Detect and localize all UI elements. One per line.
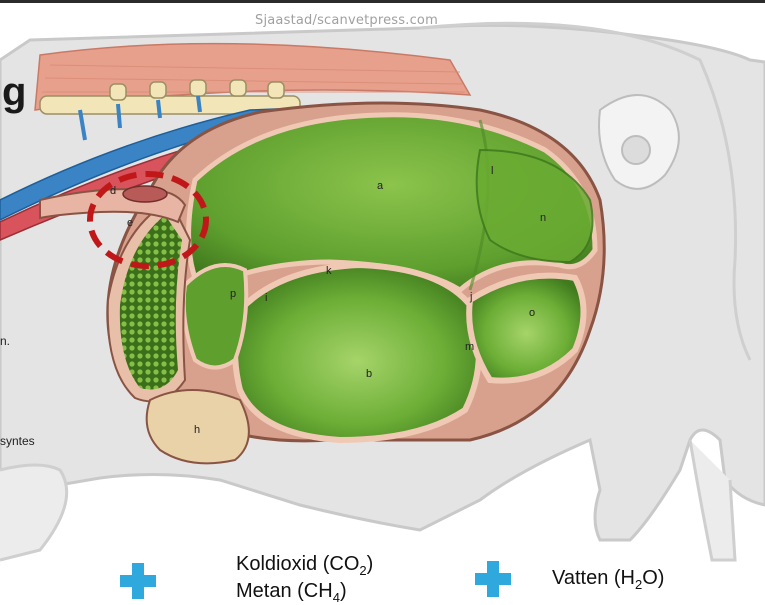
- label-l: l: [491, 165, 493, 177]
- label-b: b: [366, 368, 372, 380]
- methane-label: Metan (CH4): [236, 580, 347, 605]
- label-i: i: [265, 292, 267, 304]
- label-d: d: [110, 185, 116, 197]
- label-j: j: [469, 291, 472, 303]
- ventral-sac: [235, 265, 479, 440]
- label-p: p: [230, 288, 236, 300]
- plus-icon: [120, 563, 156, 599]
- label-a: a: [377, 180, 384, 192]
- label-o: o: [529, 307, 535, 319]
- label-n: n: [540, 212, 546, 224]
- label-h: h: [194, 424, 200, 436]
- label-m: m: [465, 341, 474, 353]
- text-fragment: syntes: [0, 434, 35, 448]
- co2-label: Koldioxid (CO2): [236, 553, 373, 578]
- text-fragment: n.: [0, 334, 10, 348]
- plus-icon: [475, 561, 511, 597]
- label-e: e: [127, 217, 133, 229]
- rumen-atrium: [184, 265, 247, 368]
- title-fragment: g: [2, 70, 26, 115]
- water-label: Vatten (H2O): [552, 567, 664, 592]
- image-credit: Sjaastad/scanvetpress.com: [255, 13, 438, 28]
- label-k: k: [326, 265, 332, 277]
